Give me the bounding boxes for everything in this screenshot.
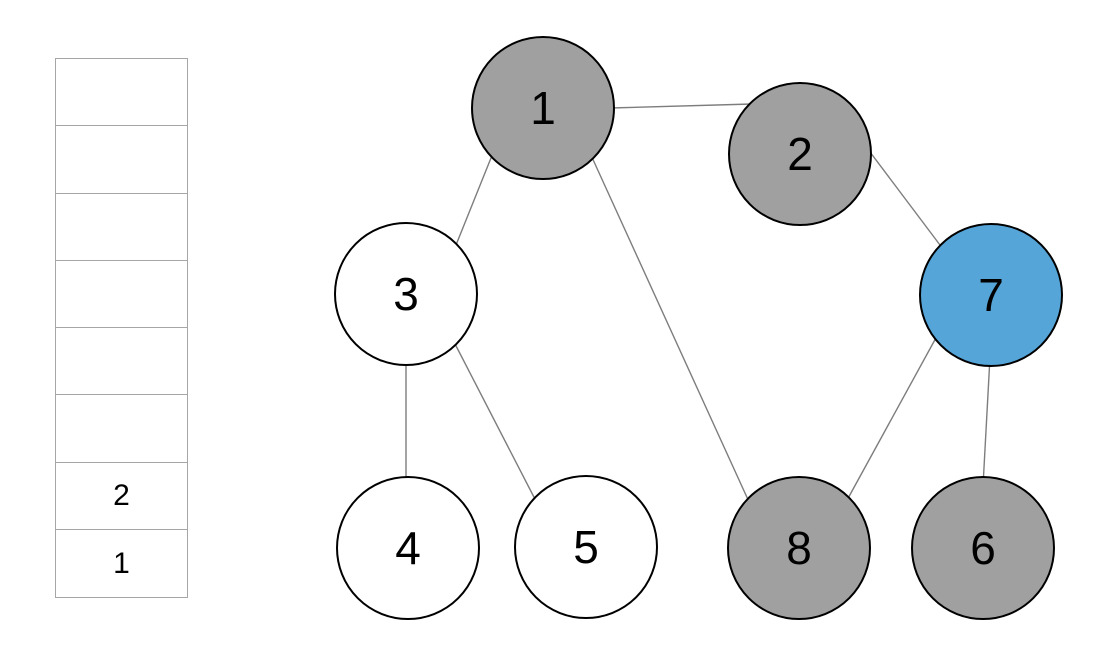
graph-node-8[interactable]: 8 xyxy=(727,476,871,620)
node-label-8: 8 xyxy=(786,522,812,574)
node-circle-2[interactable] xyxy=(728,82,872,226)
graph-node-4[interactable]: 4 xyxy=(336,476,480,620)
edges-layer xyxy=(405,103,991,505)
stack-cell-5 xyxy=(56,328,187,396)
graph-edge-1-8 xyxy=(589,152,751,505)
graph-edge-2-7 xyxy=(866,147,944,250)
node-label-5: 5 xyxy=(573,521,599,573)
stack-cell-7: 2 xyxy=(56,463,187,531)
node-circle-3[interactable] xyxy=(334,222,478,366)
node-circle-6[interactable] xyxy=(911,476,1055,620)
graph-node-2[interactable]: 2 xyxy=(728,82,872,226)
stack-cell-8: 1 xyxy=(113,546,130,580)
node-circle-1[interactable] xyxy=(471,36,615,180)
graph-edge-7-8 xyxy=(845,335,938,503)
graph-node-7[interactable]: 7 xyxy=(919,223,1063,367)
graph-edge-7-6 xyxy=(982,356,991,487)
stack-cell-1 xyxy=(56,59,187,127)
graph-node-3[interactable]: 3 xyxy=(334,222,478,366)
node-label-4: 4 xyxy=(395,522,421,574)
node-label-2: 2 xyxy=(787,128,813,180)
stack-cell-3 xyxy=(56,194,187,261)
node-label-1: 1 xyxy=(530,82,556,134)
node-label-7: 7 xyxy=(978,269,1004,321)
node-circle-4[interactable] xyxy=(336,476,480,620)
node-label-6: 6 xyxy=(970,522,996,574)
stack-cell-4 xyxy=(56,261,187,329)
graph-edge-1-3 xyxy=(453,152,494,251)
nodes-layer: 1 2 3 7 4 5 8 6 xyxy=(334,36,1063,620)
node-label-3: 3 xyxy=(393,268,419,320)
node-circle-7[interactable] xyxy=(919,223,1063,367)
stack-cell-2 xyxy=(56,126,187,194)
node-circle-8[interactable] xyxy=(727,476,871,620)
graph-edge-3-5 xyxy=(452,339,538,504)
graph-node-5[interactable]: 5 xyxy=(514,475,658,619)
graph-node-1[interactable]: 1 xyxy=(471,36,615,180)
stack-cell-6 xyxy=(56,395,187,463)
node-circle-5[interactable] xyxy=(514,475,658,619)
graph-node-6[interactable]: 6 xyxy=(911,476,1055,620)
graph-edge-1-2 xyxy=(609,103,753,109)
